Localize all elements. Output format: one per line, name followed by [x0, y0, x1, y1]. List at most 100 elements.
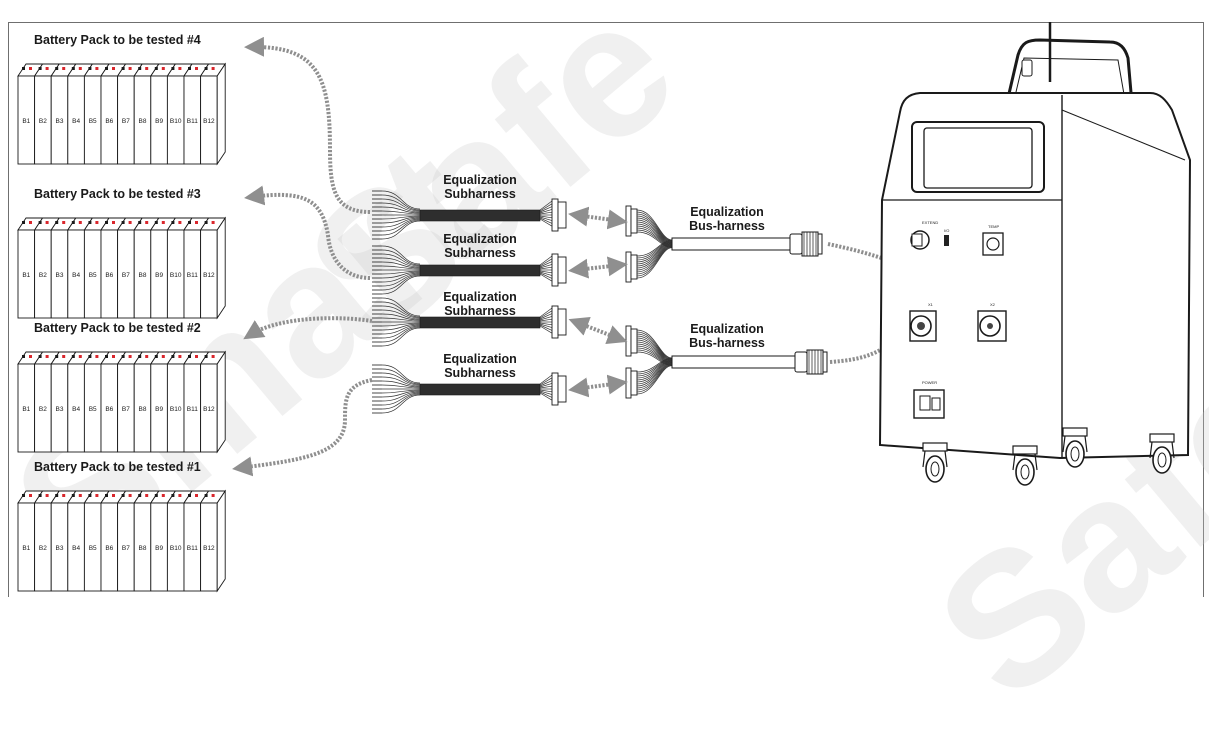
- cell-label: B1: [22, 545, 30, 552]
- connector-wire: [539, 323, 553, 328]
- cell-label: B9: [155, 545, 163, 552]
- terminal-marker: [105, 355, 108, 358]
- bus-wire: [636, 239, 673, 257]
- pack-title: Battery Pack to be tested #1: [34, 460, 201, 474]
- cell-label: B1: [22, 406, 30, 413]
- arrow-to-pack-1: [232, 378, 373, 477]
- bus-harness-label: Equalization: [690, 322, 764, 336]
- fan-wire: [381, 273, 421, 287]
- pack-side: [216, 62, 226, 166]
- caster-rear-right-hub: [1157, 452, 1167, 468]
- terminal-marker: [121, 355, 125, 358]
- connector-wire: [539, 385, 553, 389]
- bus-harness-group: EqualizationBus-harnessEqualizationBus-h…: [625, 205, 828, 399]
- connector-wire: [539, 383, 553, 388]
- connector-wire: [539, 316, 553, 321]
- cell-label: B3: [56, 272, 64, 279]
- terminal-marker: [112, 67, 115, 70]
- fan-wire: [381, 380, 421, 388]
- connector-wire: [539, 264, 553, 269]
- cell-label: B6: [105, 406, 113, 413]
- connector-wire: [539, 200, 553, 211]
- terminal-marker: [71, 494, 75, 497]
- cell-label: B12: [203, 272, 215, 279]
- connector-wire: [539, 203, 553, 212]
- terminal-marker: [95, 221, 99, 224]
- caster-rear-left-hub: [1070, 446, 1080, 462]
- terminal-marker: [121, 67, 125, 70]
- cell-label: B10: [170, 545, 182, 552]
- harness-bundle: [419, 316, 541, 329]
- bus-socket: [625, 205, 632, 237]
- bus-cable: [671, 237, 791, 251]
- bus-harness-label: Bus-harness: [689, 336, 765, 350]
- cell-label: B4: [72, 118, 80, 125]
- fan-wire: [381, 257, 421, 268]
- harness-bundle: [419, 264, 541, 277]
- fan-wire: [381, 219, 421, 236]
- bus-wire: [636, 363, 673, 389]
- connector-wire: [539, 325, 553, 334]
- terminal-marker: [78, 494, 82, 497]
- terminal-marker: [211, 494, 215, 497]
- subharness-label: Equalization: [443, 173, 517, 187]
- connector-wire: [539, 258, 553, 267]
- cell-label: B11: [187, 118, 198, 125]
- fan-wire: [381, 274, 421, 291]
- bus-wire: [636, 365, 673, 395]
- subharness-label: Equalization: [443, 352, 517, 366]
- terminal-marker: [161, 494, 165, 497]
- terminal-marker: [45, 494, 49, 497]
- bus-wire: [636, 243, 673, 269]
- bus-socket: [625, 367, 632, 399]
- cell-label: B3: [56, 406, 64, 413]
- fan-wire: [381, 392, 421, 406]
- fan-wire: [381, 389, 421, 394]
- cell-label: B10: [170, 118, 182, 125]
- cell-label: B5: [89, 118, 97, 125]
- terminal-marker: [45, 67, 49, 70]
- caster-front-left-fork: [922, 450, 948, 468]
- caster-front-right-fork: [1012, 453, 1038, 471]
- plug-face: [557, 308, 567, 336]
- fan-wire: [381, 324, 421, 335]
- cell-label: B6: [105, 118, 113, 125]
- terminal-marker: [178, 494, 182, 497]
- plug-boot: [794, 351, 808, 373]
- cell-label: B6: [105, 545, 113, 552]
- terminal-marker: [154, 494, 158, 497]
- terminal-marker: [204, 67, 208, 70]
- caster-rear-right-fork: [1149, 441, 1175, 459]
- pack-title: Battery Pack to be tested #3: [34, 187, 201, 201]
- cell-label: B8: [139, 272, 147, 279]
- arrow-to-pack-3: [244, 185, 371, 280]
- subharness-label: Subharness: [444, 304, 516, 318]
- cell-label: B4: [72, 406, 80, 413]
- terminal-marker: [112, 221, 115, 224]
- terminal-marker: [45, 355, 49, 358]
- subharness-label: Subharness: [444, 366, 516, 380]
- fan-wire: [381, 270, 421, 275]
- cell-label: B5: [89, 545, 97, 552]
- fan-wire: [381, 394, 421, 414]
- terminal-marker: [211, 355, 215, 358]
- power-switch-panel: [913, 389, 945, 419]
- fan-wire: [381, 325, 421, 339]
- x1-socket-center: [917, 322, 925, 330]
- bus-wire: [636, 241, 673, 263]
- fan-wire: [381, 364, 421, 384]
- terminal-marker: [171, 355, 175, 358]
- connector-wire: [539, 272, 553, 279]
- connector-wire: [539, 374, 553, 385]
- terminal-marker: [128, 221, 132, 224]
- terminal-marker: [62, 494, 66, 497]
- connector-wire: [539, 307, 553, 318]
- fan-wire: [381, 275, 421, 295]
- bus-socket: [625, 251, 632, 283]
- terminal-marker: [138, 67, 142, 70]
- diagram-frame: [8, 22, 1204, 597]
